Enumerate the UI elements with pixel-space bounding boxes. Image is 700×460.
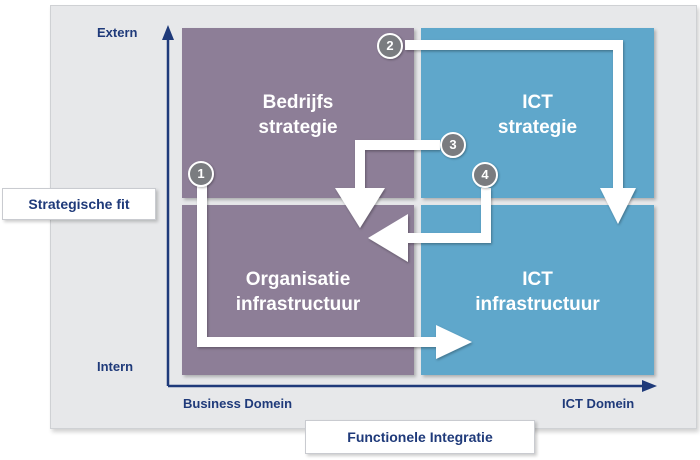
quadrant-label-line2: strategie — [497, 117, 578, 138]
quadrant-business-strategy: Bedrijfs strategie — [182, 28, 414, 198]
marker-4: 4 — [472, 162, 498, 188]
y-axis-title: Strategische fit — [2, 188, 156, 220]
arrow-4-path — [368, 188, 491, 262]
arrow-1-path — [197, 180, 472, 359]
quadrant-label: Bedrijfs strategie — [182, 90, 414, 140]
quadrant-label-line2: strategie — [258, 117, 338, 138]
quadrant-label-line1: ICT — [522, 92, 553, 113]
arrow-2-path — [405, 40, 636, 224]
quadrant-label-line2: infrastructuur — [475, 294, 600, 315]
quadrant-label: ICT infrastructuur — [421, 267, 654, 317]
x-axis-left-label: Business Domein — [183, 396, 293, 411]
marker-2: 2 — [377, 33, 403, 59]
quadrant-label-line1: ICT — [522, 269, 553, 290]
quadrant-label: Organisatie infrastructuur — [182, 267, 414, 317]
x-axis-title: Functionele Integratie — [305, 420, 535, 454]
marker-3: 3 — [440, 132, 466, 158]
y-axis-top-label: Extern — [97, 25, 138, 40]
marker-1: 1 — [188, 161, 214, 187]
y-axis — [162, 25, 174, 386]
quadrant-label-line2: infrastructuur — [235, 294, 361, 315]
quadrant-label-line1: Bedrijfs — [262, 92, 334, 113]
x-axis-right-label: ICT Domein — [562, 396, 635, 411]
arrow-3-path — [335, 140, 440, 228]
quadrant-label-line1: Organisatie — [245, 269, 351, 290]
quadrant-label: ICT strategie — [421, 90, 654, 140]
y-axis-bottom-label: Intern — [97, 359, 134, 374]
x-axis — [168, 380, 657, 392]
